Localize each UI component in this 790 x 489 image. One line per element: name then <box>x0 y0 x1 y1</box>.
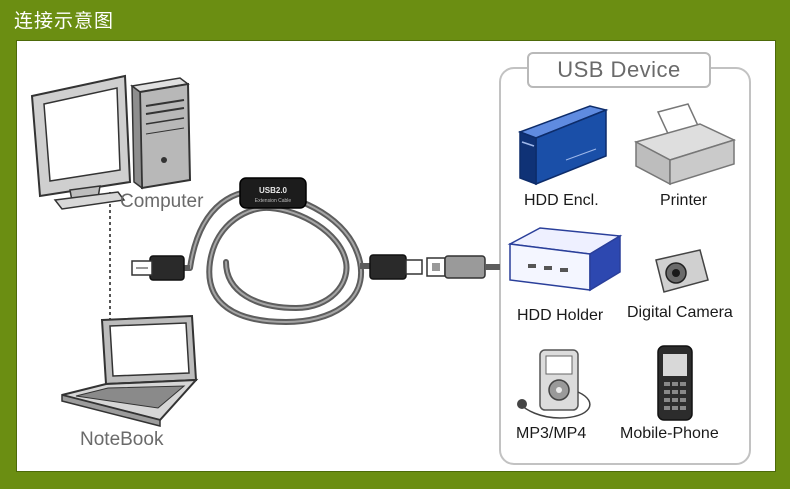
digital-camera-label: Digital Camera <box>627 304 733 321</box>
printer-label: Printer <box>660 192 708 209</box>
printer-icon <box>633 103 737 186</box>
mobile-phone-icon <box>657 345 693 421</box>
usb-chip-box: USB2.0 Extension Cable <box>239 177 307 209</box>
chip-label-line2: Extension Cable <box>255 198 292 204</box>
computer-monitor-icon <box>30 74 132 210</box>
hdd-enclosure-icon <box>517 105 609 186</box>
left-usb-plug-icon <box>131 255 185 281</box>
hdd-holder-label: HDD Holder <box>517 307 604 324</box>
notebook-label: NoteBook <box>80 429 164 450</box>
mobile-phone-label: Mobile-Phone <box>620 425 719 442</box>
notebook-icon <box>61 314 199 427</box>
right-usb-plug-icon <box>369 254 423 280</box>
usb-device-title: USB Device <box>527 52 711 88</box>
chip-label-line1: USB2.0 <box>259 186 288 195</box>
hdd-encl-label: HDD Encl. <box>524 192 599 209</box>
computer-label: Computer <box>120 191 204 212</box>
mp3-player-icon <box>517 349 591 419</box>
hdd-holder-icon <box>507 227 623 292</box>
usb-device-plug-icon <box>426 255 500 279</box>
computer-tower-icon <box>130 77 192 190</box>
mp3-mp4-label: MP3/MP4 <box>516 425 587 442</box>
page-title: 连接示意图 <box>14 10 115 32</box>
digital-camera-icon <box>655 249 709 293</box>
